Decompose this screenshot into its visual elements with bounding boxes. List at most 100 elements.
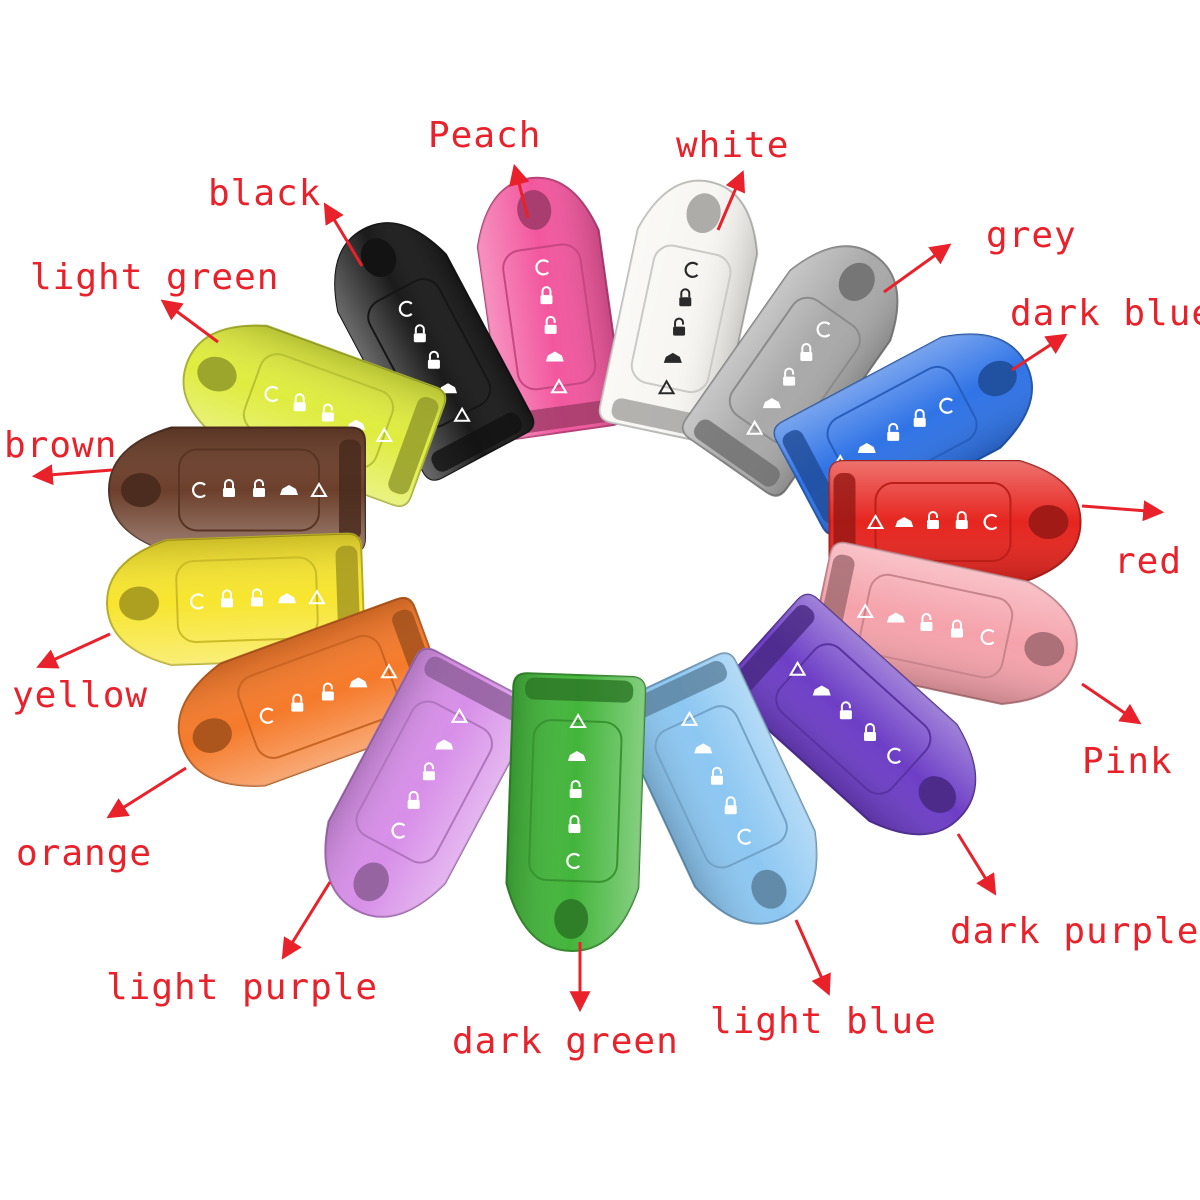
start-icon	[737, 828, 752, 845]
label-light-purple: light purple	[106, 967, 379, 1008]
fob-shading	[325, 648, 536, 917]
fob-cover-light-purple	[324, 647, 536, 918]
trunk-icon	[812, 685, 831, 696]
unlock-icon	[422, 762, 435, 781]
label-grey: grey	[986, 215, 1077, 256]
trunk-icon	[545, 351, 564, 362]
fob-shading	[683, 246, 898, 496]
start-icon	[391, 822, 406, 839]
button-panel	[237, 634, 400, 759]
panic-icon	[450, 707, 469, 723]
keyring-hole	[918, 776, 957, 813]
lock-icon	[679, 288, 692, 307]
start-icon	[259, 707, 274, 724]
arrow-light-purple	[281, 881, 332, 960]
keyring-hole	[554, 898, 589, 939]
start-icon	[190, 593, 204, 610]
label-light-green: light green	[30, 257, 280, 298]
panic-icon	[310, 482, 328, 497]
fob-open-end	[514, 400, 613, 434]
panic-icon	[453, 406, 471, 422]
label-arrows-group	[31, 163, 1165, 1013]
unlock-icon	[710, 766, 723, 785]
button-panel	[502, 243, 597, 391]
keyring-hole	[517, 190, 552, 230]
fob-open-end	[693, 419, 780, 487]
arrow-dark-purple	[956, 833, 997, 896]
panic-icon	[308, 589, 326, 605]
lock-icon	[955, 511, 968, 529]
fob-cover-dark-green	[505, 672, 647, 952]
trunk-icon	[663, 352, 682, 363]
button-panel	[874, 482, 1012, 562]
button-panel	[355, 700, 493, 864]
fob-cover-grey	[682, 245, 899, 497]
label-black: black	[208, 173, 322, 214]
fob-cover-peach	[476, 176, 626, 440]
button-panel	[859, 573, 1014, 679]
button-panel	[367, 278, 492, 428]
unlock-icon	[887, 422, 900, 441]
keyring-hole	[197, 356, 237, 392]
trunk-icon	[762, 398, 781, 409]
button-panel	[175, 556, 319, 643]
panic-icon	[680, 710, 699, 726]
label-peach: Peach	[428, 115, 542, 156]
keyring-hole	[192, 718, 232, 753]
trunk-icon	[277, 593, 296, 604]
fob-shading	[107, 533, 365, 665]
fob-cover-brown	[107, 426, 366, 554]
keyring-hole	[838, 262, 875, 301]
trunk-icon	[886, 612, 905, 623]
button-panel	[630, 244, 732, 394]
trunk-icon	[439, 383, 458, 394]
unlock-icon	[321, 403, 334, 422]
start-icon	[398, 300, 413, 317]
fob-open-end	[339, 439, 361, 541]
arrow-light-blue	[794, 919, 831, 996]
lock-icon	[950, 619, 963, 638]
label-dark-blue: dark blue	[1010, 293, 1200, 334]
lock-icon	[223, 479, 235, 497]
fob-cover-dark-purple	[723, 593, 977, 836]
keyring-hole	[978, 360, 1017, 397]
unlock-icon	[253, 479, 265, 497]
trunk-icon	[857, 443, 876, 454]
start-icon	[939, 397, 953, 414]
start-icon	[566, 852, 580, 869]
button-panel	[775, 643, 932, 795]
lock-icon	[413, 324, 426, 343]
fob-open-end	[625, 660, 728, 721]
unlock-icon	[927, 511, 939, 529]
unlock-icon	[427, 350, 440, 369]
fob-shading	[109, 427, 365, 553]
start-icon	[887, 747, 901, 764]
button-panel	[178, 448, 320, 532]
arrow-orange	[106, 766, 187, 819]
trunk-icon	[349, 677, 368, 688]
panic-icon	[550, 378, 568, 394]
arrow-red	[1081, 500, 1165, 522]
arrow-black	[323, 202, 364, 267]
fob-open-end	[388, 396, 439, 495]
lock-icon	[221, 589, 234, 608]
fob-open-end	[431, 412, 522, 472]
lock-icon	[540, 286, 553, 305]
fob-shading	[477, 177, 625, 439]
lock-icon	[293, 393, 306, 412]
unlock-icon	[783, 367, 796, 386]
panic-icon	[866, 514, 885, 529]
fob-covers-group	[106, 176, 1082, 952]
label-dark-purple: dark purple	[950, 911, 1200, 952]
label-brown: brown	[4, 425, 118, 466]
button-panel	[728, 296, 861, 445]
arrow-pink	[1081, 682, 1142, 725]
fob-cover-black	[334, 222, 535, 481]
fob-open-end	[525, 677, 634, 703]
panic-icon	[380, 663, 398, 679]
arrow-light-green	[160, 299, 219, 344]
unlock-icon	[250, 588, 263, 607]
label-yellow: yellow	[12, 675, 149, 716]
button-panel	[654, 705, 788, 869]
